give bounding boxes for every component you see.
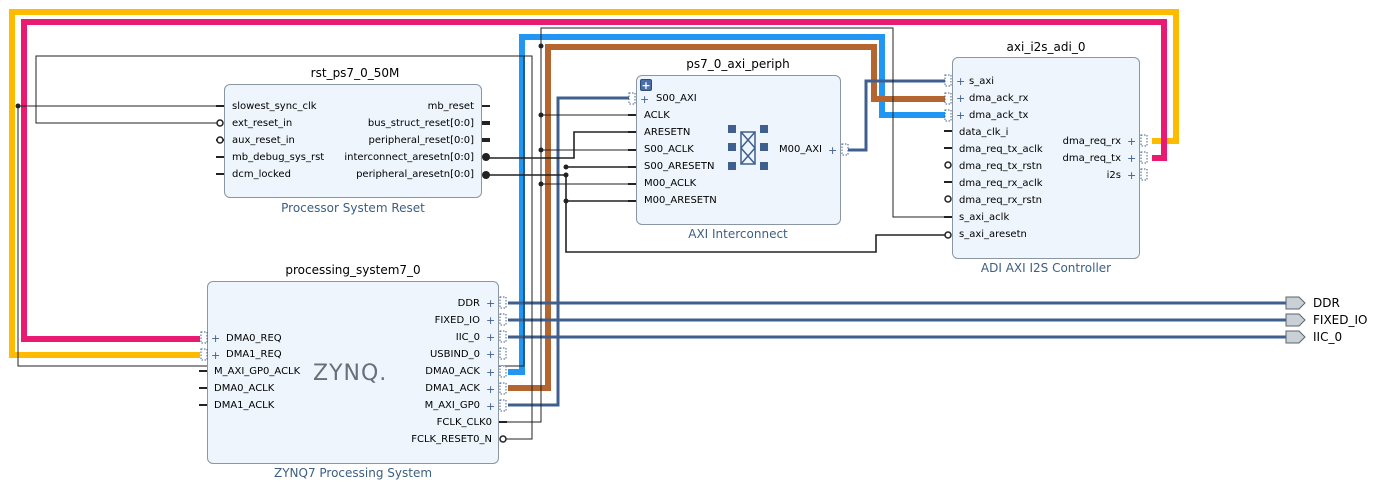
port-bus-struct-reset[interactable]: bus_struct_reset[0:0] [367,118,474,129]
port-aclk[interactable]: ACLK [644,110,670,121]
port-mb-debug-sys-rst[interactable]: mb_debug_sys_rst [232,152,325,163]
i2s-block-subtitle: ADI AXI I2S Controller [980,261,1112,275]
svg-text:+: + [486,314,495,327]
svg-text:+: + [486,331,495,344]
svg-text:+: + [486,366,495,379]
crossbar-icon [728,125,768,170]
port-dma0-req[interactable]: DMA0_REQ [226,333,282,344]
port-dma-ack-tx[interactable]: dma_ack_tx [969,110,1029,121]
net-interconnect-aresetn[interactable] [488,131,632,159]
net-m00-axi[interactable] [848,79,946,152]
port-m00-aclk[interactable]: M00_ACLK [644,178,697,189]
external-ports [1285,296,1306,344]
port-m00-axi[interactable]: M00_AXI [779,144,822,155]
port-s-axi-aclk[interactable]: s_axi_aclk [959,212,1010,223]
axi-interconnect-block[interactable]: + S00_AXI ACLK ARESETN S00_ACLK S00_ARES… [636,75,841,225]
ps-block-title: processing_system7_0 [285,263,421,277]
ps-block-subtitle: ZYNQ7 Processing System [273,466,433,480]
i2s-block-title: axi_i2s_adi_0 [1006,40,1086,54]
port-s00-aresetn[interactable]: S00_ARESETN [644,161,715,172]
rst-ps7-block[interactable]: slowest_sync_clk ext_reset_in aux_reset_… [224,84,482,198]
svg-text:+: + [486,348,495,361]
port-dma-req-tx-aclk[interactable]: dma_req_tx_aclk [959,144,1043,155]
expand-icon[interactable]: + [640,79,652,92]
port-dma1-ack[interactable]: DMA1_ACK [425,383,480,394]
port-mb-reset[interactable]: mb_reset [427,101,474,112]
port-aresetn[interactable]: ARESETN [644,127,691,138]
svg-text:+: + [1127,152,1136,165]
svg-text:+: + [211,349,220,362]
svg-text:+: + [956,92,965,105]
port-m00-aresetn[interactable]: M00_ARESETN [644,195,717,206]
svg-text:+: + [828,144,837,157]
junctions [15,43,569,204]
port-fclk-clk0[interactable]: FCLK_CLK0 [436,417,492,428]
port-fclk-reset0-n[interactable]: FCLK_RESET0_N [411,434,492,445]
external-port-ddr-label[interactable]: DDR [1313,296,1340,310]
zynq-ps-block[interactable]: DMA0_REQ DMA1_REQ M_AXI_GP0_ACLK DMA0_AC… [207,281,499,464]
svg-text:+: + [640,93,649,106]
zynq-logo: ZYNQ. [313,361,388,386]
port-interconnect-aresetn[interactable]: interconnect_aresetn[0:0] [344,152,474,163]
port-fixed-io[interactable]: FIXED_IO [434,315,480,326]
fixed-io-port-icon[interactable] [1285,313,1306,327]
port-peripheral-reset[interactable]: peripheral_reset[0:0] [368,135,474,146]
port-i2s[interactable]: i2s [1106,170,1121,181]
svg-text:+: + [486,297,495,310]
port-aux-reset-in[interactable]: aux_reset_in [232,135,295,146]
port-s00-axi[interactable]: S00_AXI [656,93,697,104]
port-dma0-aclk[interactable]: DMA0_ACLK [214,383,275,394]
port-data-clk-i[interactable]: data_clk_i [959,127,1009,138]
svg-text:+: + [486,383,495,396]
port-usbind-0[interactable]: USBIND_0 [429,349,480,360]
svg-text:+: + [1127,169,1136,182]
svg-text:+: + [956,75,965,88]
port-ext-reset-in[interactable]: ext_reset_in [232,118,293,129]
svg-text:+: + [956,109,965,122]
periph-block-title: ps7_0_axi_periph [686,57,790,71]
rst-block-title: rst_ps7_0_50M [310,66,400,80]
svg-text:+: + [486,400,495,413]
external-port-iic-0-label[interactable]: IIC_0 [1313,330,1343,344]
ddr-port-icon[interactable] [1285,296,1306,310]
net-peripheral-aresetn[interactable] [488,166,946,253]
port-peripheral-aresetn[interactable]: peripheral_aresetn[0:0] [356,169,474,180]
port-ddr[interactable]: DDR [457,298,480,309]
port-m-axi-gp0-aclk[interactable]: M_AXI_GP0_ACLK [214,366,301,377]
svg-text:+: + [1127,135,1136,148]
port-iic-0[interactable]: IIC_0 [455,332,480,343]
net-m-axi-gp0[interactable] [508,96,630,407]
port-dma-req-tx-rstn[interactable]: dma_req_tx_rstn [959,161,1043,172]
external-port-fixed-io-label[interactable]: FIXED_IO [1313,313,1368,327]
port-s-axi[interactable]: s_axi [969,76,995,87]
port-slowest-sync-clk[interactable]: slowest_sync_clk [232,101,317,112]
net-fclk-clk0[interactable] [17,27,946,423]
iic-0-port-icon[interactable] [1285,330,1306,344]
port-dma1-req[interactable]: DMA1_REQ [226,349,282,360]
port-dma-req-rx[interactable]: dma_req_rx [1062,136,1121,147]
port-dcm-locked[interactable]: dcm_locked [232,169,291,180]
net-dma0-req-yellow[interactable] [9,9,1179,358]
periph-block-subtitle: AXI Interconnect [688,227,788,241]
port-dma-req-tx[interactable]: dma_req_tx [1062,153,1121,164]
rst-block-subtitle: Processor System Reset [281,201,425,215]
axi-i2s-block[interactable]: s_axi dma_ack_rx dma_ack_tx data_clk_i d… [952,57,1140,259]
port-dma-req-rx-aclk[interactable]: dma_req_rx_aclk [959,178,1043,189]
nets [9,9,1286,440]
port-s-axi-aresetn[interactable]: s_axi_aresetn [959,229,1027,240]
svg-text:+: + [211,332,220,345]
port-m-axi-gp0[interactable]: M_AXI_GP0 [424,400,480,411]
port-s00-aclk[interactable]: S00_ACLK [644,144,694,155]
net-fclk-reset0-n[interactable] [35,55,533,440]
port-dma-req-rx-rstn[interactable]: dma_req_rx_rstn [959,195,1042,206]
port-dma1-aclk[interactable]: DMA1_ACLK [214,400,275,411]
net-dma1-req-pink[interactable] [21,19,1167,342]
port-dma0-ack[interactable]: DMA0_ACK [425,366,480,377]
port-dma-ack-rx[interactable]: dma_ack_rx [969,93,1029,104]
